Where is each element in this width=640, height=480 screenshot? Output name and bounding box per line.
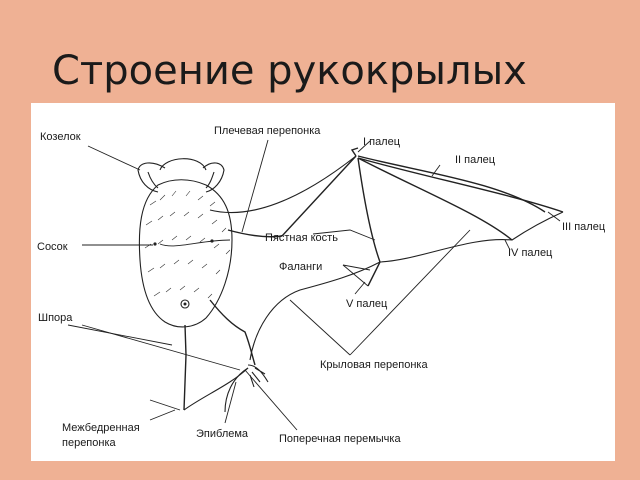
epiblema-edge <box>224 367 249 413</box>
right-ear <box>202 162 225 193</box>
label-finger-2: II палец <box>455 154 496 166</box>
finger-5-metacarpal <box>357 157 381 263</box>
diagram-panel <box>31 103 615 461</box>
label-epiblema: Эпиблема <box>196 428 249 440</box>
leader-lines <box>67 139 561 431</box>
propatagium <box>209 155 357 214</box>
label-finger-5: V палец <box>346 298 388 310</box>
slide-title: Строение рукокрылых <box>52 48 527 94</box>
foot-claws <box>247 364 269 388</box>
wing-membrane-edge <box>249 211 564 361</box>
uropatagium <box>183 367 249 411</box>
label-kozelok: Козелок <box>40 131 81 143</box>
finger-5-phalanx <box>367 261 381 287</box>
label-mezhbedrennaya-1: Межбедренная <box>62 422 140 434</box>
fur-texture <box>144 190 231 299</box>
label-finger-4: IV палец <box>508 247 553 259</box>
label-poperechnaya: Поперечная перемычка <box>279 433 401 445</box>
leg-right <box>209 299 256 366</box>
label-pyastnaya: Пястная кость <box>265 232 338 244</box>
finger-4-bone <box>357 157 513 241</box>
nipple-left <box>153 242 157 246</box>
label-mezhbedrennaya-2: перепонка <box>62 437 117 449</box>
torso <box>138 179 233 328</box>
label-finger-3: III палец <box>562 221 606 233</box>
bat-figure <box>137 147 564 413</box>
label-shpora: Шпора <box>38 312 73 324</box>
label-sosok: Сосок <box>37 241 68 253</box>
upper-arm <box>227 229 283 238</box>
genital <box>180 299 190 309</box>
left-ear <box>137 162 166 193</box>
finger-3-bone <box>357 157 564 213</box>
label-falangi: Фаланги <box>279 261 322 273</box>
head <box>159 158 207 171</box>
thumb <box>350 147 359 157</box>
label-plechevaya: Плечевая перепонка <box>214 125 321 137</box>
forearm <box>281 155 357 237</box>
label-finger-1: I палец <box>363 136 401 148</box>
label-krylovaya: Крыловая перепонка <box>320 359 428 371</box>
